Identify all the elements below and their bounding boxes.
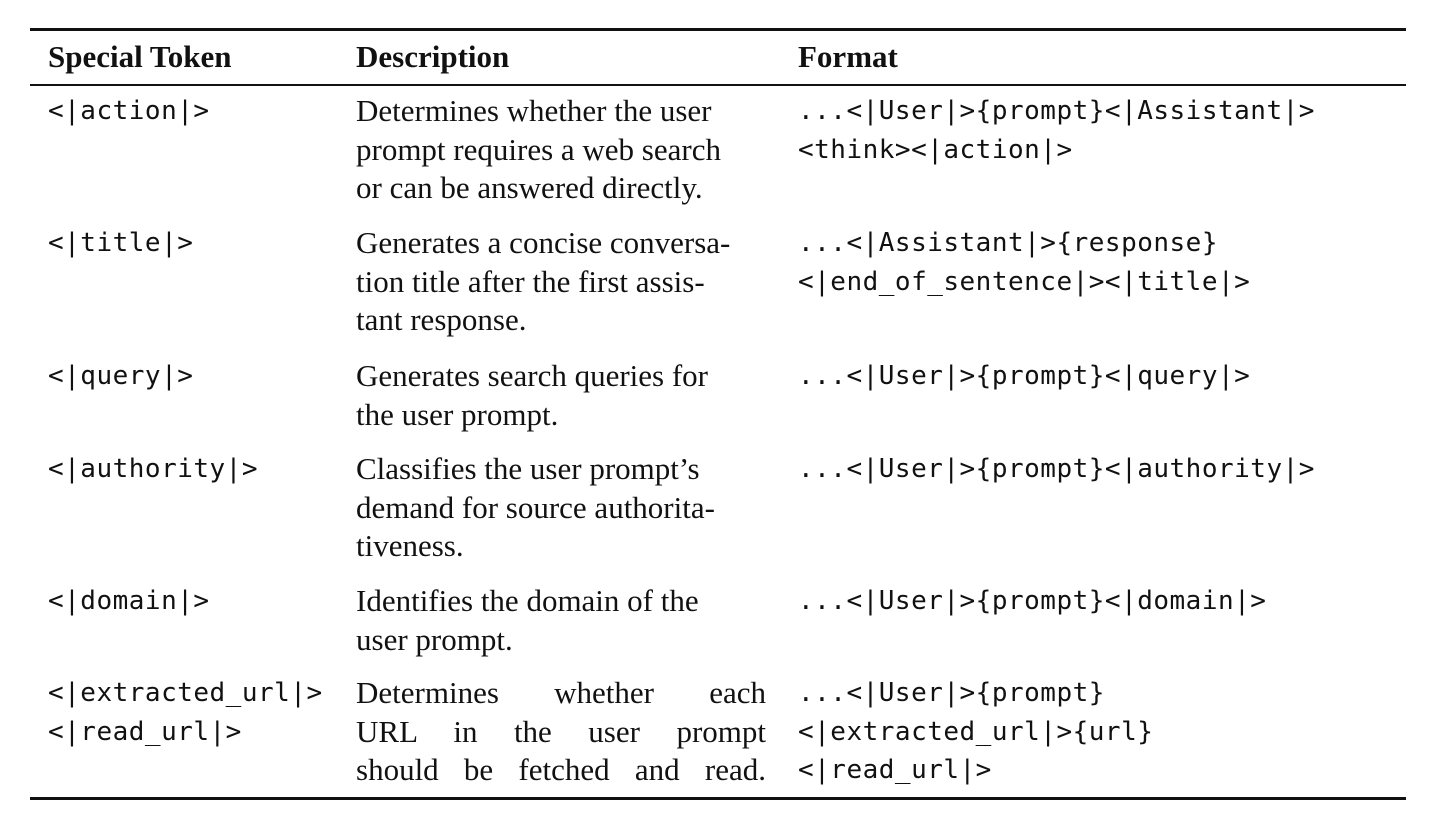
table-top-rule <box>30 28 1406 31</box>
table-bottom-rule <box>30 797 1406 800</box>
table-row-format: ...<|User|>{prompt} <|extracted_url|>{ur… <box>798 678 1154 785</box>
table-row-format: ...<|User|>{prompt}<|Assistant|> <think>… <box>798 96 1315 165</box>
table-row-description: Classifies the user prompt’s demand for … <box>356 451 715 563</box>
table-row-description: Generates search queries for the user pr… <box>356 358 709 432</box>
header-special-token: Special Token <box>48 39 232 74</box>
table-row-token: <|domain|> <box>48 586 210 616</box>
table-row-format: ...<|User|>{prompt}<|authority|> <box>798 454 1315 484</box>
table-row-token: <|extracted_url|> <|read_url|> <box>48 678 323 747</box>
special-token-table: Special Token Description Format <|actio… <box>30 28 1406 800</box>
table-row-description: Generates a concise conversa- tion title… <box>356 225 731 337</box>
header-description: Description <box>356 39 510 74</box>
table-row-token: <|title|> <box>48 228 194 258</box>
table-row-format: ...<|User|>{prompt}<|query|> <box>798 361 1251 391</box>
table-row-description: Identifies the domain of the user prompt… <box>356 583 699 657</box>
header-format: Format <box>798 39 898 74</box>
table-row-token: <|query|> <box>48 361 194 391</box>
table-row-description: Determines whether each URL in the user … <box>356 675 766 787</box>
table-row-format: ...<|User|>{prompt}<|domain|> <box>798 586 1267 616</box>
table-header-rule <box>30 84 1406 86</box>
table-row-token: <|action|> <box>48 96 210 126</box>
table-row-token: <|authority|> <box>48 454 258 484</box>
table-row-description: Determines whether the user prompt requi… <box>356 93 721 205</box>
table-row-format: ...<|Assistant|>{response} <|end_of_sent… <box>798 228 1251 297</box>
